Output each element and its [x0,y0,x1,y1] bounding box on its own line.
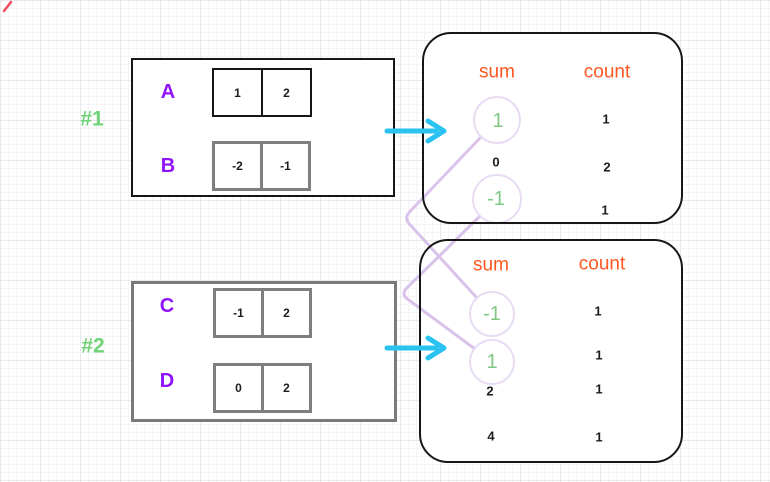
array-b-cell-1: -1 [260,141,311,191]
table2-sum-2: 1 [486,351,498,373]
array-c-cell-0: -1 [213,288,264,338]
array-c-cell-1: 2 [261,288,312,338]
table2-count-header: count [578,253,626,275]
array-a-cells: 1 2 [212,68,312,117]
table1-sum-header: sum [479,61,515,83]
table2-sum-1: -1 [483,303,501,325]
group2-label: #2 [81,334,105,358]
array-c-cells: -1 2 [213,288,312,338]
array-d-cells: 0 2 [213,363,312,413]
array-b-cells: -2 -1 [212,141,311,191]
array-a-cell-0: 1 [212,68,263,117]
array-d-cell-0: 0 [213,363,264,413]
table2-count-2: 1 [595,347,603,363]
sum-circle-t1-r1 [473,96,521,144]
array-a-cell-1: 2 [261,68,312,117]
table2-sum-3: 2 [486,383,494,399]
sum-circle-t2-r1 [469,291,515,337]
sum-table-2-fill [420,240,682,462]
connector-sum1-to-sum-neg1 [405,135,483,300]
sum-table-1-outline [422,32,683,224]
array-c-label: C [159,295,175,317]
sum-circle-t2-r2 [469,339,515,385]
sum-table-1-fill [423,33,682,223]
array-b-cell-0: -2 [212,141,263,191]
table1-count-2: 2 [603,159,611,175]
table2-sum-4: 4 [487,428,495,444]
table2-sum-header: sum [473,254,509,276]
array-d-cell-1: 2 [261,363,312,413]
table2-count-1: 1 [594,303,602,319]
table1-count-1: 1 [602,111,610,127]
array-d-label: D [159,370,175,392]
array-b-label: B [160,155,176,177]
table2-count-4: 1 [595,429,603,445]
sum-table-2-outline [419,239,683,463]
table1-sum-3: -1 [487,188,505,210]
connector-sum-neg1-to-sum1 [402,214,482,351]
table2-count-3: 1 [595,381,603,397]
table1-sum-2: 0 [492,154,500,170]
group1-label: #1 [80,107,104,131]
table1-count-header: count [583,61,631,83]
array-a-label: A [160,81,176,103]
table1-count-3: 1 [601,202,609,218]
table1-sum-1: 1 [492,110,504,132]
